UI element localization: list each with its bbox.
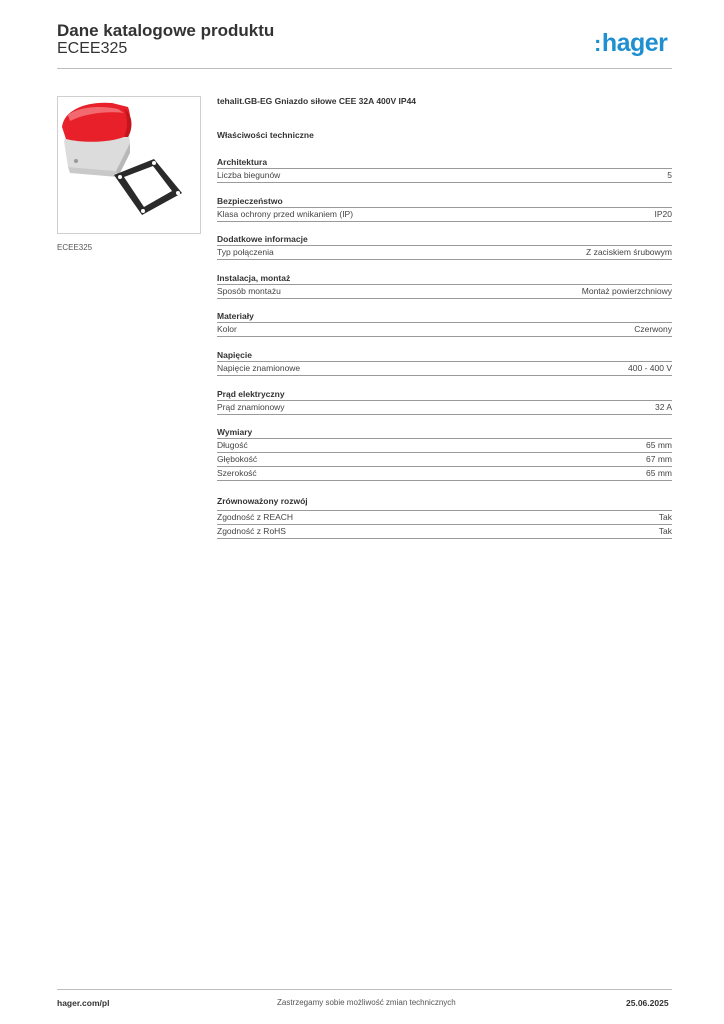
row-value: IP20 xyxy=(654,209,673,219)
row-label: Kolor xyxy=(217,324,237,334)
product-image xyxy=(57,96,201,234)
row-value: 65 mm xyxy=(646,468,672,478)
row-value: 65 mm xyxy=(646,440,672,450)
table-row: Klasa ochrony przed wnikaniem (IP) IP20 xyxy=(217,208,672,222)
row-value: 5 xyxy=(667,170,672,180)
row-label: Zgodność z RoHS xyxy=(217,526,286,536)
row-label: Szerokość xyxy=(217,468,257,478)
row-label: Liczba biegunów xyxy=(217,170,281,180)
footer-website-link[interactable]: hager.com/pl xyxy=(57,998,110,1008)
row-value: 32 A xyxy=(654,402,672,412)
section-dodatkowe-informacje: Dodatkowe informacje Typ połączenia Z zac… xyxy=(217,233,672,260)
section-wymiary: Wymiary Długość 65 mm Głębokość 67 mm Szer… xyxy=(217,426,672,481)
properties-title: Właściwości techniczne xyxy=(217,130,314,140)
logo-text: hager xyxy=(601,29,668,57)
product-code: ECEE325 xyxy=(57,40,128,57)
row-value: Montaż powierzchniowy xyxy=(581,286,672,296)
row-label: Klasa ochrony przed wnikaniem (IP) xyxy=(217,209,354,219)
row-value: Tak xyxy=(658,526,672,536)
row-label: Długość xyxy=(217,440,248,450)
section-materialy: Materiały Kolor Czerwony xyxy=(217,310,672,337)
table-row: Typ połączenia Z zaciskiem śrubowym xyxy=(217,246,672,260)
section-heading: Napięcie xyxy=(217,349,672,362)
table-row: Długość 65 mm xyxy=(217,439,672,453)
row-label: Prąd znamionowy xyxy=(217,402,285,412)
table-row: Prąd znamionowy 32 A xyxy=(217,401,672,415)
table-row: Napięcie znamionowe 400 - 400 V xyxy=(217,362,672,376)
row-value: 400 - 400 V xyxy=(628,363,672,373)
row-value: Czerwony xyxy=(634,324,672,334)
row-value: Tak xyxy=(658,512,672,522)
row-value: 67 mm xyxy=(646,454,672,464)
row-label: Napięcie znamionowe xyxy=(217,363,301,373)
table-row: Głębokość 67 mm xyxy=(217,453,672,467)
section-heading: Wymiary xyxy=(217,426,672,439)
row-label: Zgodność z REACH xyxy=(217,512,294,522)
section-instalacja-montaz: Instalacja, montaż Sposób montażu Montaż … xyxy=(217,272,672,299)
section-heading: Dodatkowe informacje xyxy=(217,233,672,246)
table-row: Zgodność z REACH Tak xyxy=(217,511,672,525)
section-bezpieczenstwo: Bezpieczeństwo Klasa ochrony przed wnika… xyxy=(217,195,672,222)
header-divider xyxy=(57,68,672,69)
row-label: Typ połączenia xyxy=(217,247,274,257)
hager-logo: :hager xyxy=(594,29,668,57)
page-title: Dane katalogowe produktu xyxy=(57,21,275,40)
footer-disclaimer: Zastrzegamy sobie możliwość zmian techni… xyxy=(277,998,456,1007)
section-heading: Instalacja, montaż xyxy=(217,272,672,285)
row-value: Z zaciskiem śrubowym xyxy=(586,247,672,257)
table-row: Szerokość 65 mm xyxy=(217,467,672,481)
row-label: Sposób montażu xyxy=(217,286,281,296)
table-row: Liczba biegunów 5 xyxy=(217,169,672,183)
section-napiecie: Napięcie Napięcie znamionowe 400 - 400 V xyxy=(217,349,672,376)
section-heading: Zrównoważony rozwój xyxy=(217,495,672,511)
footer-divider xyxy=(57,989,672,990)
table-row: Sposób montażu Montaż powierzchniowy xyxy=(217,285,672,299)
table-row: Kolor Czerwony xyxy=(217,323,672,337)
table-row: Zgodność z RoHS Tak xyxy=(217,525,672,539)
section-heading: Architektura xyxy=(217,156,672,169)
section-heading: Prąd elektryczny xyxy=(217,388,672,401)
section-heading: Bezpieczeństwo xyxy=(217,195,672,208)
section-heading: Materiały xyxy=(217,310,672,323)
section-prad-elektryczny: Prąd elektryczny Prąd znamionowy 32 A xyxy=(217,388,672,415)
product-title: tehalit.GB-EG Gniazdo siłowe CEE 32A 400… xyxy=(217,96,417,106)
footer-date: 25.06.2025 xyxy=(626,998,669,1008)
image-caption: ECEE325 xyxy=(57,243,93,252)
row-label: Głębokość xyxy=(217,454,258,464)
section-architektura: Architektura Liczba biegunów 5 xyxy=(217,156,672,183)
